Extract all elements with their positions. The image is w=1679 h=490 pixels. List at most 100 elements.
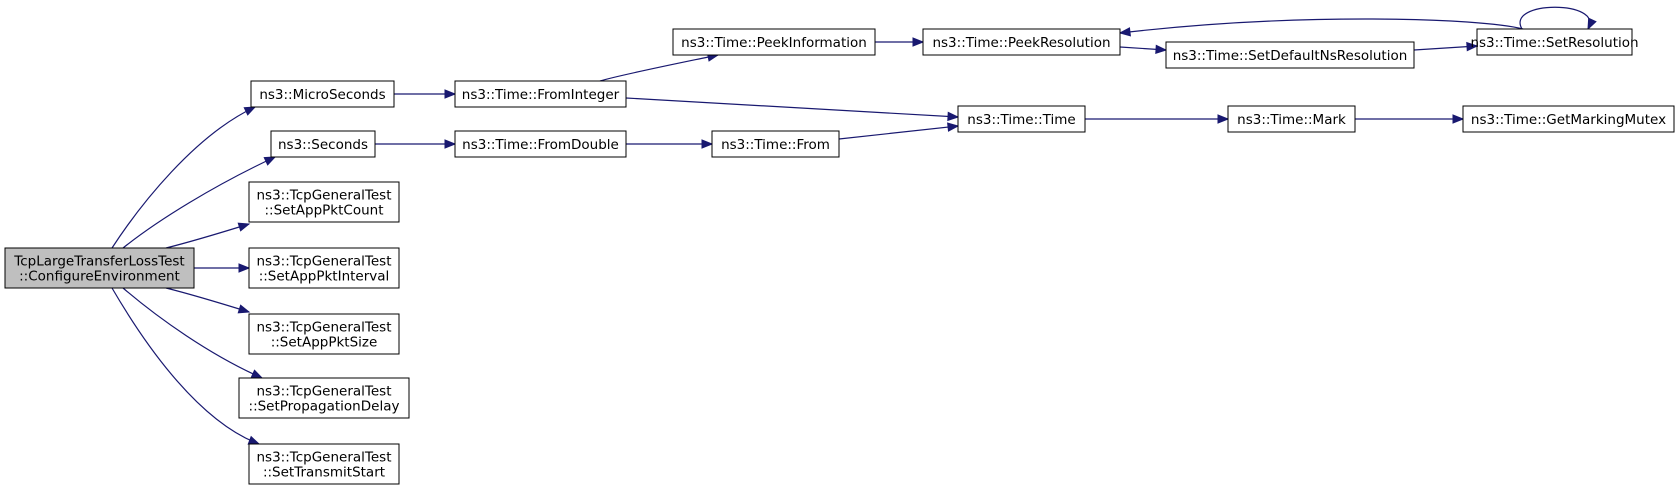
edge-arrowhead	[947, 122, 960, 132]
node-setPropDelay[interactable]: ns3::TcpGeneralTest::SetPropagationDelay	[238, 377, 410, 419]
node-label: TcpLargeTransferLossTest	[13, 254, 184, 270]
edge-setRes-to-peekRes	[1118, 18, 1524, 37]
node-box	[238, 377, 410, 419]
node-label: ::SetTransmitStart	[263, 465, 385, 481]
edge-arrowhead	[1452, 114, 1465, 124]
edge-arrowhead	[1587, 17, 1597, 31]
node-label: ns3::TcpGeneralTest	[256, 254, 391, 270]
node-label: ::SetAppPktCount	[265, 203, 384, 219]
edge-micro-to-fromInteger	[394, 89, 457, 99]
node-label: ns3::Time::PeekInformation	[681, 35, 867, 51]
edge-arrowhead	[1217, 114, 1230, 124]
edge-arrowhead	[444, 139, 457, 149]
node-label: ns3::Time::Mark	[1237, 112, 1346, 128]
edge-peekInfo-to-peekRes	[875, 37, 925, 47]
node-label: ::SetAppPktInterval	[259, 269, 390, 285]
node-setRes[interactable]: ns3::Time::SetResolution	[1470, 28, 1639, 56]
edge-arrowhead	[701, 139, 714, 149]
node-getMutex[interactable]: ns3::Time::GetMarkingMutex	[1462, 105, 1675, 133]
edge-fromInteger-to-peekInfo	[599, 52, 720, 82]
node-label: ns3::TcpGeneralTest	[256, 188, 391, 204]
edge-mark-to-getMutex	[1355, 114, 1465, 124]
edge-arrowhead	[237, 222, 251, 232]
node-box	[922, 28, 1121, 56]
node-time[interactable]: ns3::Time::Time	[957, 105, 1086, 133]
edge-root-to-micro	[111, 106, 257, 249]
edge-root-to-setAppPktSize	[165, 287, 251, 314]
node-micro[interactable]: ns3::MicroSeconds	[250, 80, 395, 108]
edge-arrowhead	[243, 106, 257, 116]
node-label: ns3::Time::FromDouble	[462, 137, 619, 153]
node-root: TcpLargeTransferLossTest::ConfigureEnvir…	[4, 247, 195, 289]
node-label: ns3::Time::Time	[967, 112, 1075, 128]
node-setAppPktSize[interactable]: ns3::TcpGeneralTest::SetAppPktSize	[248, 313, 400, 355]
node-box	[1476, 28, 1633, 56]
node-box	[454, 130, 627, 158]
node-from[interactable]: ns3::Time::From	[711, 130, 840, 158]
edge-arrowhead	[250, 369, 264, 379]
node-box	[1165, 41, 1415, 69]
edge-arrowhead	[1466, 41, 1479, 52]
node-box	[454, 80, 627, 108]
edge-line	[599, 54, 719, 82]
node-label: ns3::TcpGeneralTest	[256, 320, 391, 336]
node-label: ns3::TcpGeneralTest	[256, 450, 391, 466]
node-box	[957, 105, 1086, 133]
edge-line	[1519, 6, 1591, 30]
node-label: ns3::Time::FromInteger	[462, 87, 620, 103]
node-fromDouble[interactable]: ns3::Time::FromDouble	[454, 130, 627, 158]
node-setAppPktInterval[interactable]: ns3::TcpGeneralTest::SetAppPktInterval	[248, 247, 400, 289]
edge-arrowhead	[912, 37, 925, 47]
node-mark[interactable]: ns3::Time::Mark	[1227, 105, 1356, 133]
edge-fromInteger-to-time	[625, 97, 960, 122]
edge-line	[838, 125, 959, 140]
edge-setDefaultNs-to-setRes	[1413, 41, 1479, 52]
edge-line	[111, 106, 256, 249]
node-setDefaultNs[interactable]: ns3::Time::SetDefaultNsResolution	[1165, 41, 1415, 69]
node-label: ns3::Time::SetResolution	[1470, 35, 1638, 51]
node-setAppPktCount[interactable]: ns3::TcpGeneralTest::SetAppPktCount	[248, 181, 400, 223]
edge-line	[122, 287, 263, 379]
edge-from-to-time	[838, 122, 960, 140]
node-label: ::SetAppPktSize	[271, 335, 378, 351]
edge-line	[1413, 45, 1478, 51]
edge-arrowhead	[1118, 27, 1131, 37]
node-label: ns3::TcpGeneralTest	[256, 384, 391, 400]
edge-setRes-to-setRes	[1519, 6, 1597, 31]
edge-arrowhead	[263, 156, 277, 166]
node-label: ::SetPropagationDelay	[249, 399, 400, 415]
edge-root-to-seconds	[122, 156, 277, 249]
edge-arrowhead	[247, 435, 261, 445]
edge-root-to-setAppPktCount	[165, 222, 251, 249]
node-label: ns3::Time::PeekResolution	[932, 35, 1110, 51]
edge-peekRes-to-setDefaultNs	[1119, 44, 1168, 55]
edge-line	[122, 156, 276, 249]
node-peekInfo[interactable]: ns3::Time::PeekInformation	[672, 28, 876, 56]
node-label: ns3::MicroSeconds	[259, 87, 385, 103]
node-box	[1462, 105, 1675, 133]
node-peekRes[interactable]: ns3::Time::PeekResolution	[922, 28, 1121, 56]
node-seconds[interactable]: ns3::Seconds	[270, 130, 376, 158]
edge-line	[625, 97, 959, 118]
node-label: ns3::Time::SetDefaultNsResolution	[1173, 48, 1408, 64]
node-box	[672, 28, 876, 56]
call-edges	[111, 6, 1597, 445]
edge-line	[165, 223, 250, 249]
node-box	[248, 247, 400, 289]
node-box	[248, 181, 400, 223]
edge-line	[165, 287, 250, 313]
node-fromInteger[interactable]: ns3::Time::FromInteger	[454, 80, 627, 108]
edge-seconds-to-fromDouble	[375, 139, 457, 149]
edge-root-to-setAppPktInterval	[194, 263, 251, 273]
node-box	[4, 247, 195, 289]
node-setTransmitStart[interactable]: ns3::TcpGeneralTest::SetTransmitStart	[248, 443, 400, 485]
edge-arrowhead	[237, 304, 251, 314]
call-nodes: TcpLargeTransferLossTest::ConfigureEnvir…	[4, 28, 1675, 485]
edge-fromDouble-to-from	[626, 139, 714, 149]
edge-root-to-setTransmitStart	[111, 287, 261, 445]
edge-time-to-mark	[1085, 114, 1230, 124]
edge-root-to-setPropDelay	[122, 287, 264, 379]
node-box	[711, 130, 840, 158]
node-box	[270, 130, 376, 158]
